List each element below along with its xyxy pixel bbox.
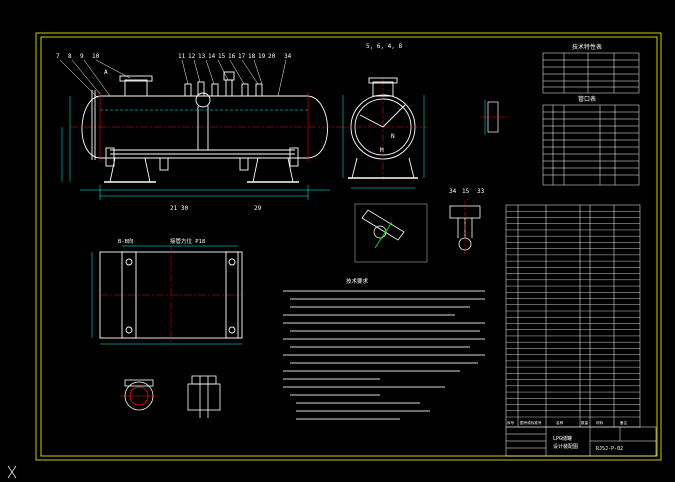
title-block-name-2: 设计装配图	[553, 443, 578, 450]
nozzle-table	[542, 104, 640, 186]
tech-spec-table	[542, 52, 640, 94]
balloon-8: 8	[68, 53, 72, 60]
balloon-18: 18	[248, 53, 256, 60]
balloon-11: 11	[178, 53, 186, 60]
balloon-19: 19	[258, 53, 266, 60]
balloon-12: 12	[188, 53, 196, 60]
balloon-bottom-29: 29	[254, 205, 262, 212]
nozzle-label-m: M	[380, 147, 384, 154]
nozzle-label-n: N	[391, 133, 395, 140]
plan-view-dimensions	[91, 245, 242, 345]
balloon-13: 13	[198, 53, 206, 60]
parts-header-std: 图号或标准号	[520, 420, 542, 425]
small-detail-circle	[120, 379, 158, 411]
balloon-17: 17	[238, 53, 246, 60]
title-block-drawing-no: RJSJ-P-02	[596, 446, 623, 452]
section-detail-tee	[449, 200, 481, 256]
plan-view-title-right: 接管方位 P18	[170, 237, 205, 245]
nozzle-detail-right	[480, 100, 506, 135]
plan-view	[99, 246, 243, 344]
balloon-34: 34	[284, 53, 292, 60]
parts-list-header: 序号 图号或标准号 名称 数量 材料 备注	[507, 420, 628, 425]
side-view-dimensions	[342, 95, 425, 189]
vessel-front-view	[70, 71, 340, 183]
balloon-leaders-top	[59, 59, 287, 99]
parts-header-note: 备注	[620, 420, 628, 425]
detail-balloon-34: 34	[449, 188, 457, 195]
balloon-10: 10	[92, 53, 100, 60]
small-detail-section	[187, 375, 221, 418]
parts-header-mat: 材料	[596, 420, 604, 425]
vessel-side-view	[340, 77, 428, 180]
parts-header-qty: 数量	[581, 420, 589, 425]
parts-header-no: 序号	[507, 420, 515, 425]
drawing-frame	[35, 32, 662, 461]
balloon-16: 16	[228, 53, 236, 60]
balloon-bottom-21-30: 21 30	[170, 205, 188, 212]
tech-notes-title: 技术要求	[346, 277, 369, 285]
section-detail-diagonal	[354, 203, 428, 263]
detail-balloon-33: 33	[477, 188, 485, 195]
balloon-15: 15	[218, 53, 226, 60]
parts-list-rows	[506, 211, 640, 418]
nozzle-table-title: 管口表	[578, 95, 596, 103]
side-view-top-label: 5, 6, 4, 8	[366, 43, 403, 50]
balloon-20: 20	[268, 53, 276, 60]
title-block	[505, 426, 657, 457]
balloon-7: 7	[56, 53, 60, 60]
balloon-9: 9	[80, 53, 84, 60]
nozzle-label-a: A	[104, 69, 108, 76]
parts-header-name: 名称	[556, 420, 564, 425]
detail-balloon-15: 15	[462, 188, 470, 195]
tech-spec-title: 技术特性表	[572, 43, 602, 51]
detail-balloons: 34 15 33	[449, 188, 485, 195]
title-block-name-1: LPG储罐	[553, 435, 572, 442]
plan-view-title-left: B-B向	[118, 237, 133, 245]
front-view-dimensions	[61, 96, 330, 200]
technical-requirements: 技术要求	[283, 277, 485, 420]
ucs-icon	[7, 465, 17, 479]
balloon-14: 14	[208, 53, 216, 60]
balloon-labels-top: 7 8 9 10 11 12 13 14 15 16 17 18 19 20 3…	[56, 53, 292, 212]
